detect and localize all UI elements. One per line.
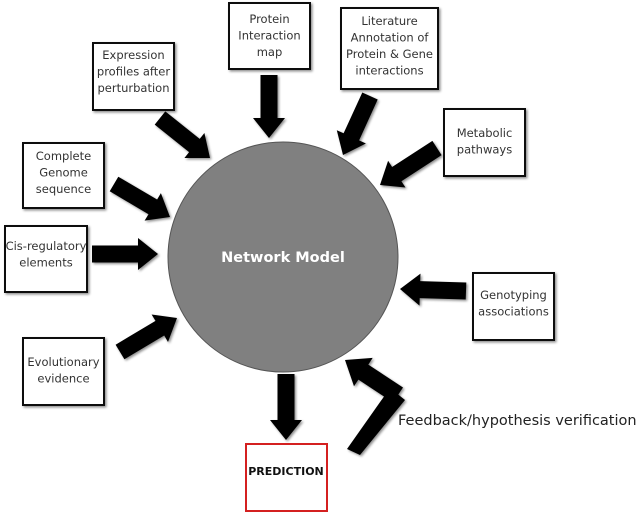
arrow-evolutionary-evidence — [115, 314, 177, 360]
arrow-expression-profiles — [154, 111, 210, 158]
input-box-complete-genome — [22, 142, 105, 209]
prediction-box — [245, 443, 328, 512]
arrows — [92, 75, 467, 455]
prediction-node: PREDICTION — [245, 443, 328, 512]
input-box-genotyping-associations — [472, 272, 555, 341]
arrow-cis-regulatory — [92, 238, 158, 270]
input-box-expression-profiles — [92, 42, 175, 111]
input-box-literature-annotation — [340, 7, 439, 90]
input-box-protein-interaction-map — [228, 2, 311, 70]
input-box-metabolic-pathways — [443, 108, 526, 177]
arrow-literature-annotation — [336, 92, 378, 155]
arrow-to-prediction — [270, 374, 302, 440]
feedback-arrow — [345, 357, 405, 455]
network-model-node: Network Model — [167, 141, 399, 373]
arrow-metabolic-pathways — [380, 140, 442, 188]
prediction-label: PREDICTION — [248, 465, 324, 478]
feedback-label: Feedback/hypothesis verification — [398, 413, 637, 429]
feedback-arrow-leg — [347, 388, 405, 455]
feedback-arrow-head — [345, 357, 403, 403]
arrow-complete-genome — [109, 176, 170, 221]
arrow-protein-interaction — [253, 75, 285, 138]
input-box-evolutionary-evidence — [22, 337, 105, 406]
network-model-label: Network Model — [221, 250, 345, 266]
arrow-genotyping — [400, 273, 467, 306]
input-box-cis-regulatory — [4, 225, 88, 293]
network-model-circle — [167, 141, 399, 373]
